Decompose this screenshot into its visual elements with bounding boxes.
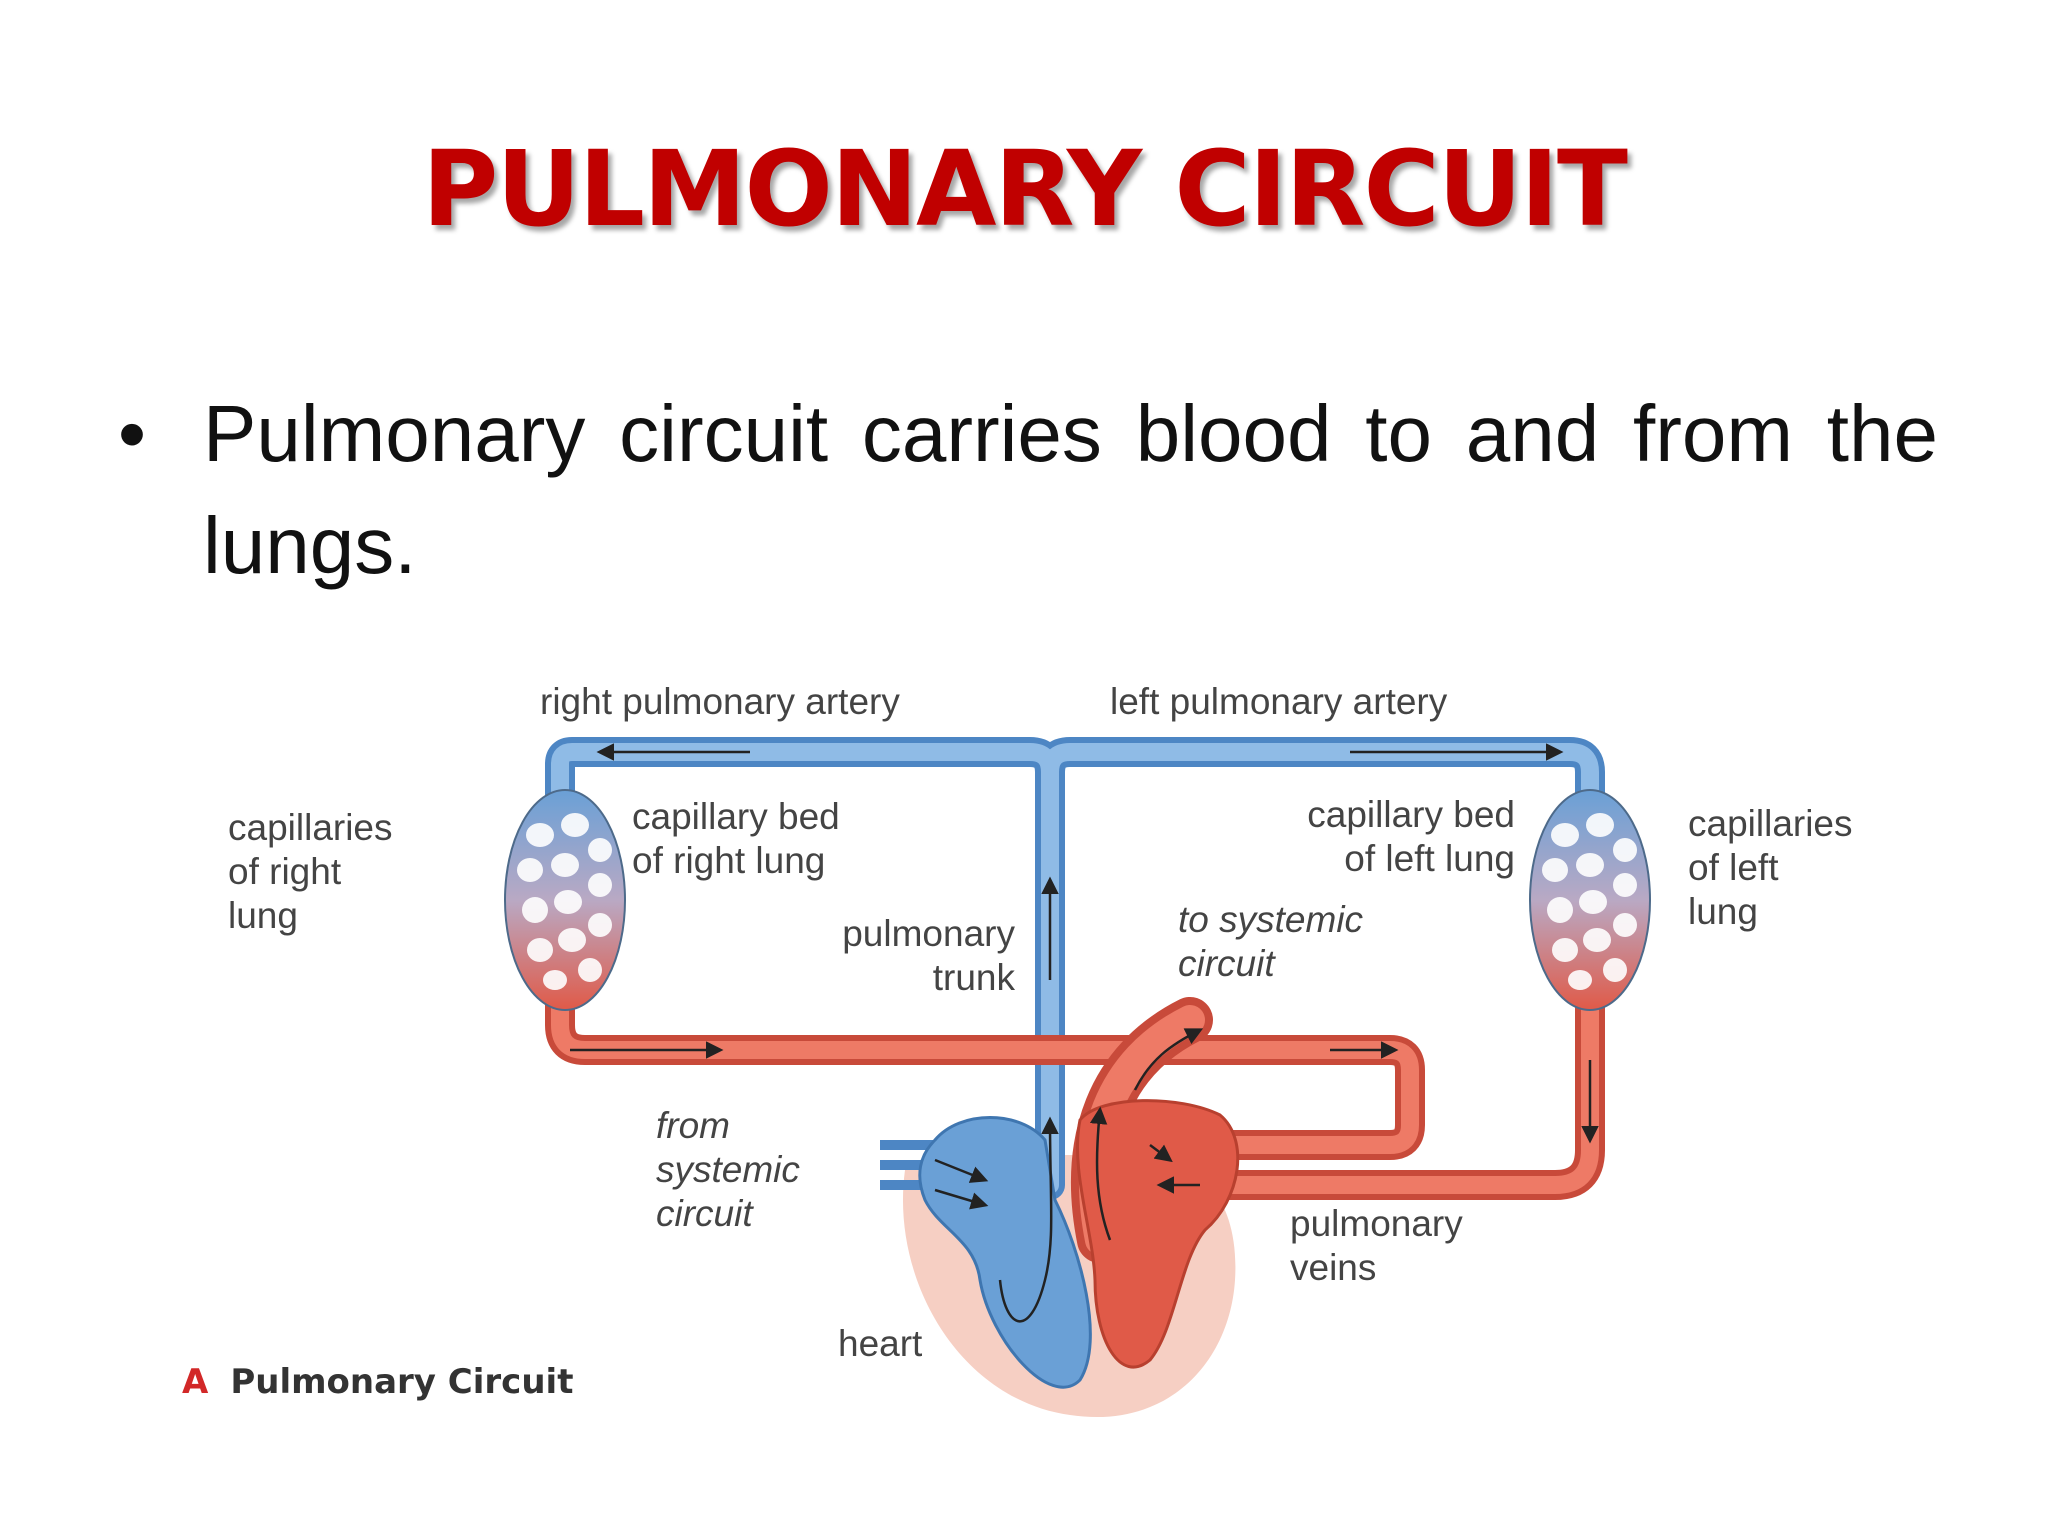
caption-text: Pulmonary Circuit [230,1362,574,1402]
left-heart-chambers [1076,1099,1240,1369]
pulmonary-vein-vessels [545,985,1605,1200]
right-heart-chambers [918,1116,1092,1389]
label-capillaries-left-lung: capillaries of left lung [1688,803,1853,932]
left-lung-capillaries [1529,789,1651,1011]
label-capillaries-right-lung: capillaries of right lung [228,807,393,936]
diagram-illustration [504,737,1651,1418]
label-pulmonary-veins: pulmonary veins [1290,1203,1463,1288]
bullet-text: Pulmonary circuit carries blood to and f… [203,389,1938,590]
diagram-caption: A Pulmonary Circuit [182,1362,573,1402]
label-heart: heart [838,1323,923,1364]
label-right-pulmonary-artery: right pulmonary artery [540,681,900,722]
bullet-marker: • [118,389,147,478]
label-from-systemic-circuit: from systemic circuit [656,1105,800,1234]
label-to-systemic-circuit: to systemic circuit [1178,899,1364,984]
flow-arrows [570,743,1599,1323]
label-left-pulmonary-artery: left pulmonary artery [1110,681,1448,722]
slide-title: PULMONARY CIRCUIT [422,128,1628,250]
pulmonary-circuit-diagram: right pulmonary artery left pulmonary ar… [0,640,2048,1440]
caption-letter: A [182,1362,209,1402]
label-pulmonary-trunk: pulmonary trunk [842,913,1015,998]
right-lung-capillaries [504,789,626,1011]
label-capillary-bed-right-lung: capillary bed of right lung [632,796,840,881]
pulmonary-artery-vessels [545,737,1605,1200]
label-capillary-bed-left-lung: capillary bed of left lung [1307,794,1515,879]
